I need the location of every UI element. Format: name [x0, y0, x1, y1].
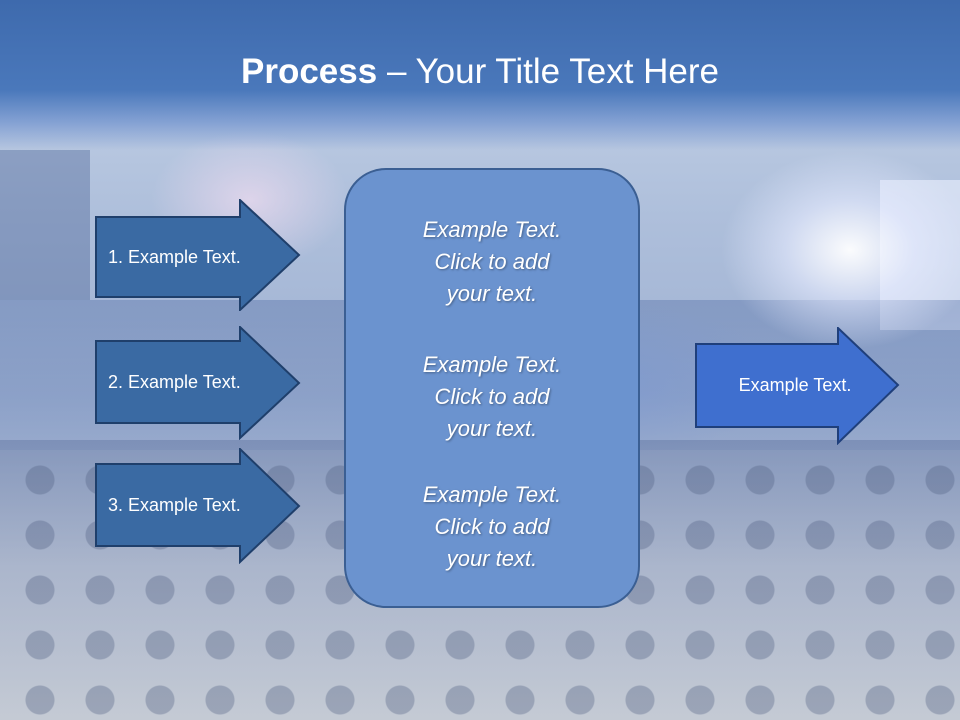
- title-bold: Process: [241, 52, 378, 91]
- background-screen-left: [0, 150, 90, 300]
- left-arrow-label: 3. Example Text.: [108, 494, 241, 515]
- center-text-block-1: Example Text. Click to add your text.: [346, 214, 638, 310]
- center-text-line: Example Text.: [422, 352, 562, 377]
- left-arrow-label: 1. Example Text.: [108, 246, 241, 267]
- center-text-line: Example Text.: [422, 482, 562, 507]
- left-arrow-2[interactable]: 2. Example Text.: [95, 326, 301, 440]
- arrow-shape: [95, 448, 301, 564]
- arrow-shape: [95, 326, 301, 440]
- arrow-shape: [695, 327, 900, 445]
- center-text-line: Example Text.: [422, 217, 562, 242]
- slide-title[interactable]: Process – Your Title Text Here: [0, 52, 960, 92]
- right-arrow[interactable]: Example Text.: [695, 327, 901, 445]
- center-text-block-2: Example Text. Click to add your text.: [346, 349, 638, 445]
- left-arrow-label: 2. Example Text.: [108, 371, 241, 392]
- center-text-box[interactable]: Example Text. Click to add your text. Ex…: [344, 168, 640, 608]
- arrow-shape: [95, 199, 301, 311]
- stage-light-glow: [720, 150, 960, 350]
- center-text-line: Click to add: [434, 514, 550, 539]
- center-text-line: Click to add: [434, 249, 550, 274]
- center-text-line: your text.: [446, 546, 538, 571]
- center-text-block-3: Example Text. Click to add your text.: [346, 479, 638, 575]
- left-arrow-1[interactable]: 1. Example Text.: [95, 199, 301, 311]
- center-text-line: your text.: [446, 281, 538, 306]
- center-text-line: Click to add: [434, 384, 550, 409]
- center-text-line: your text.: [446, 416, 538, 441]
- title-band: [0, 0, 960, 150]
- title-rest: – Your Title Text Here: [377, 52, 719, 91]
- left-arrow-3[interactable]: 3. Example Text.: [95, 448, 301, 564]
- right-arrow-label: Example Text.: [738, 375, 852, 395]
